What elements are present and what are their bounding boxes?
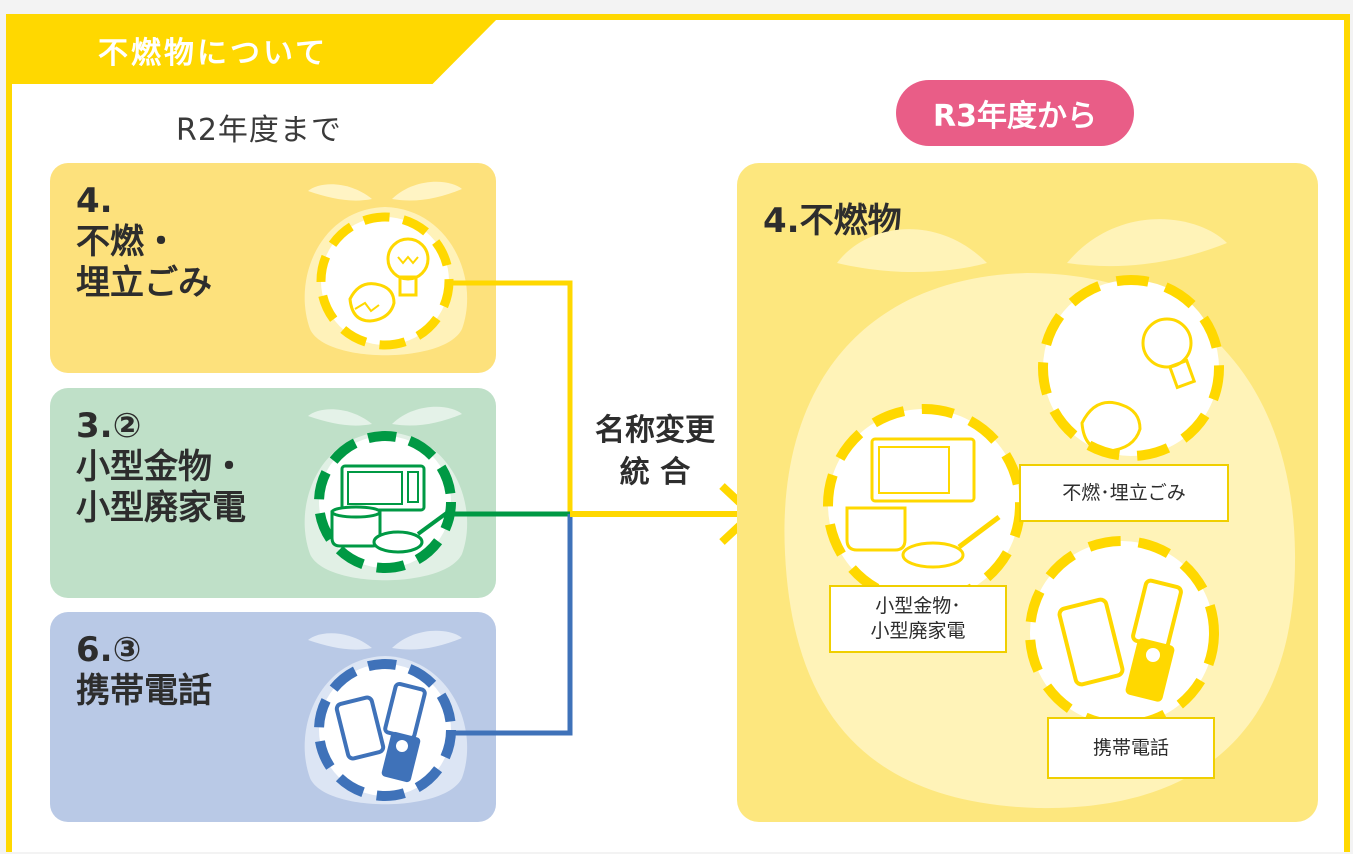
- connector-line-blue: [450, 514, 573, 736]
- garbage-bag-illustration: [784, 219, 1296, 809]
- item-label-incombustible: 不燃･埋立ごみ: [1019, 464, 1229, 522]
- card-label: 3.② 小型金物・ 小型廃家電: [76, 406, 246, 528]
- ring-phones: [1025, 536, 1219, 730]
- rename-merge-label: 名称変更 統 合: [595, 413, 715, 490]
- incombustible-panel: 4.不燃物 不燃･埋立ごみ 小型金物･ 小型廃家電 携帯電話: [737, 163, 1318, 822]
- item-label-phones: 携帯電話: [1047, 717, 1215, 779]
- header-tab: 不燃物について: [6, 14, 502, 84]
- card-label: 6.③ 携帯電話: [76, 630, 212, 711]
- phones-icon: [304, 630, 468, 805]
- right-badge: R3年度から: [896, 80, 1134, 146]
- ring-bulb-teapot: [1038, 275, 1224, 461]
- card-small-metal-appliances: 3.② 小型金物・ 小型廃家電: [50, 388, 496, 598]
- connector-line-yellow: [450, 280, 573, 514]
- left-heading: R2年度まで: [176, 113, 342, 148]
- item-label-small-metal: 小型金物･ 小型廃家電: [829, 585, 1007, 653]
- bulb-and-teapot-icon: [304, 181, 468, 356]
- card-incombustible-landfill: 4. 不燃・ 埋立ごみ: [50, 163, 496, 373]
- microwave-and-pots-icon: [304, 406, 468, 581]
- card-label: 4. 不燃・ 埋立ごみ: [76, 181, 212, 303]
- header-title: 不燃物について: [98, 36, 329, 71]
- card-mobile-phones: 6.③ 携帯電話: [50, 612, 496, 822]
